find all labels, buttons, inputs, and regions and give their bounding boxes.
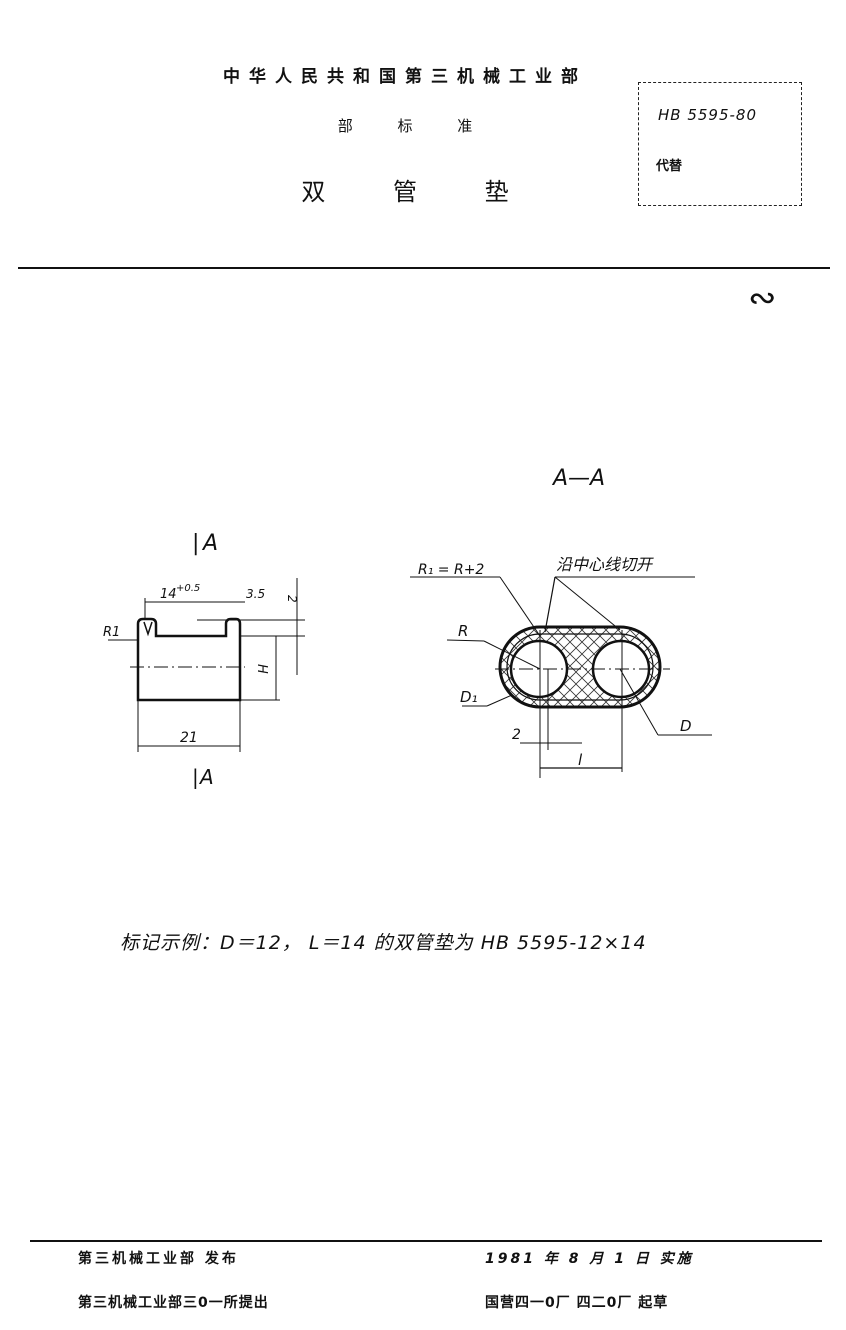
standard-category: 部 标 准: [337, 117, 473, 135]
svg-text:2: 2: [512, 727, 521, 743]
document-title: 双 管 垫: [301, 178, 509, 206]
svg-text:A: A: [201, 531, 218, 556]
svg-text:H: H: [254, 664, 269, 674]
svg-text:A: A: [198, 765, 214, 789]
svg-text:21: 21: [180, 730, 198, 746]
issued-by: 第三机械工业部 发布: [78, 1251, 239, 1267]
svg-text:+0.5: +0.5: [176, 583, 200, 594]
header-rule: [18, 267, 830, 269]
technical-drawing: | A | A R1 14 +0.5 3.5 2 H 21: [103, 466, 712, 789]
svg-text:R₁ = R+2: R₁ = R+2: [418, 562, 484, 578]
svg-text:|: |: [192, 531, 199, 556]
svg-text:3.5: 3.5: [246, 587, 265, 601]
section-view-labels: A—A R₁ = R+2 沿中心线切开 R D₁ D 2 l: [418, 466, 692, 769]
svg-text:14: 14: [160, 587, 177, 602]
svg-text:D: D: [680, 717, 692, 735]
svg-text:2: 2: [285, 595, 299, 603]
effective-date: 1981 年 8 月 1 日 实施: [485, 1251, 694, 1267]
marking-example: 标记示例：D＝12， L＝14 的双管垫为 HB 5595-12×14: [120, 932, 647, 954]
svg-text:l: l: [578, 751, 583, 769]
section-title: A—A: [551, 466, 605, 491]
side-view-labels: | A | A R1 14 +0.5 3.5 2 H 21: [103, 531, 299, 789]
standard-number: HB 5595-80: [658, 106, 758, 124]
standard-number-box: [638, 82, 802, 206]
replaces-label: 代替: [656, 159, 683, 174]
proposed-by: 第三机械工业部三0一所提出: [78, 1295, 269, 1311]
section-view: [410, 576, 712, 778]
page-number: ∾2: [748, 278, 777, 318]
svg-text:D₁: D₁: [460, 688, 478, 706]
organization: 中华人民共和国第三机械工业部: [223, 67, 587, 87]
svg-text:沿中心线切开: 沿中心线切开: [556, 555, 654, 574]
side-view: [108, 578, 305, 752]
svg-text:|: |: [192, 765, 199, 789]
svg-text:R: R: [458, 622, 468, 640]
drafted-by: 国营四一0厂 四二0厂 起草: [485, 1295, 669, 1311]
svg-text:R1: R1: [103, 625, 120, 640]
footer-rule: [30, 1240, 822, 1242]
